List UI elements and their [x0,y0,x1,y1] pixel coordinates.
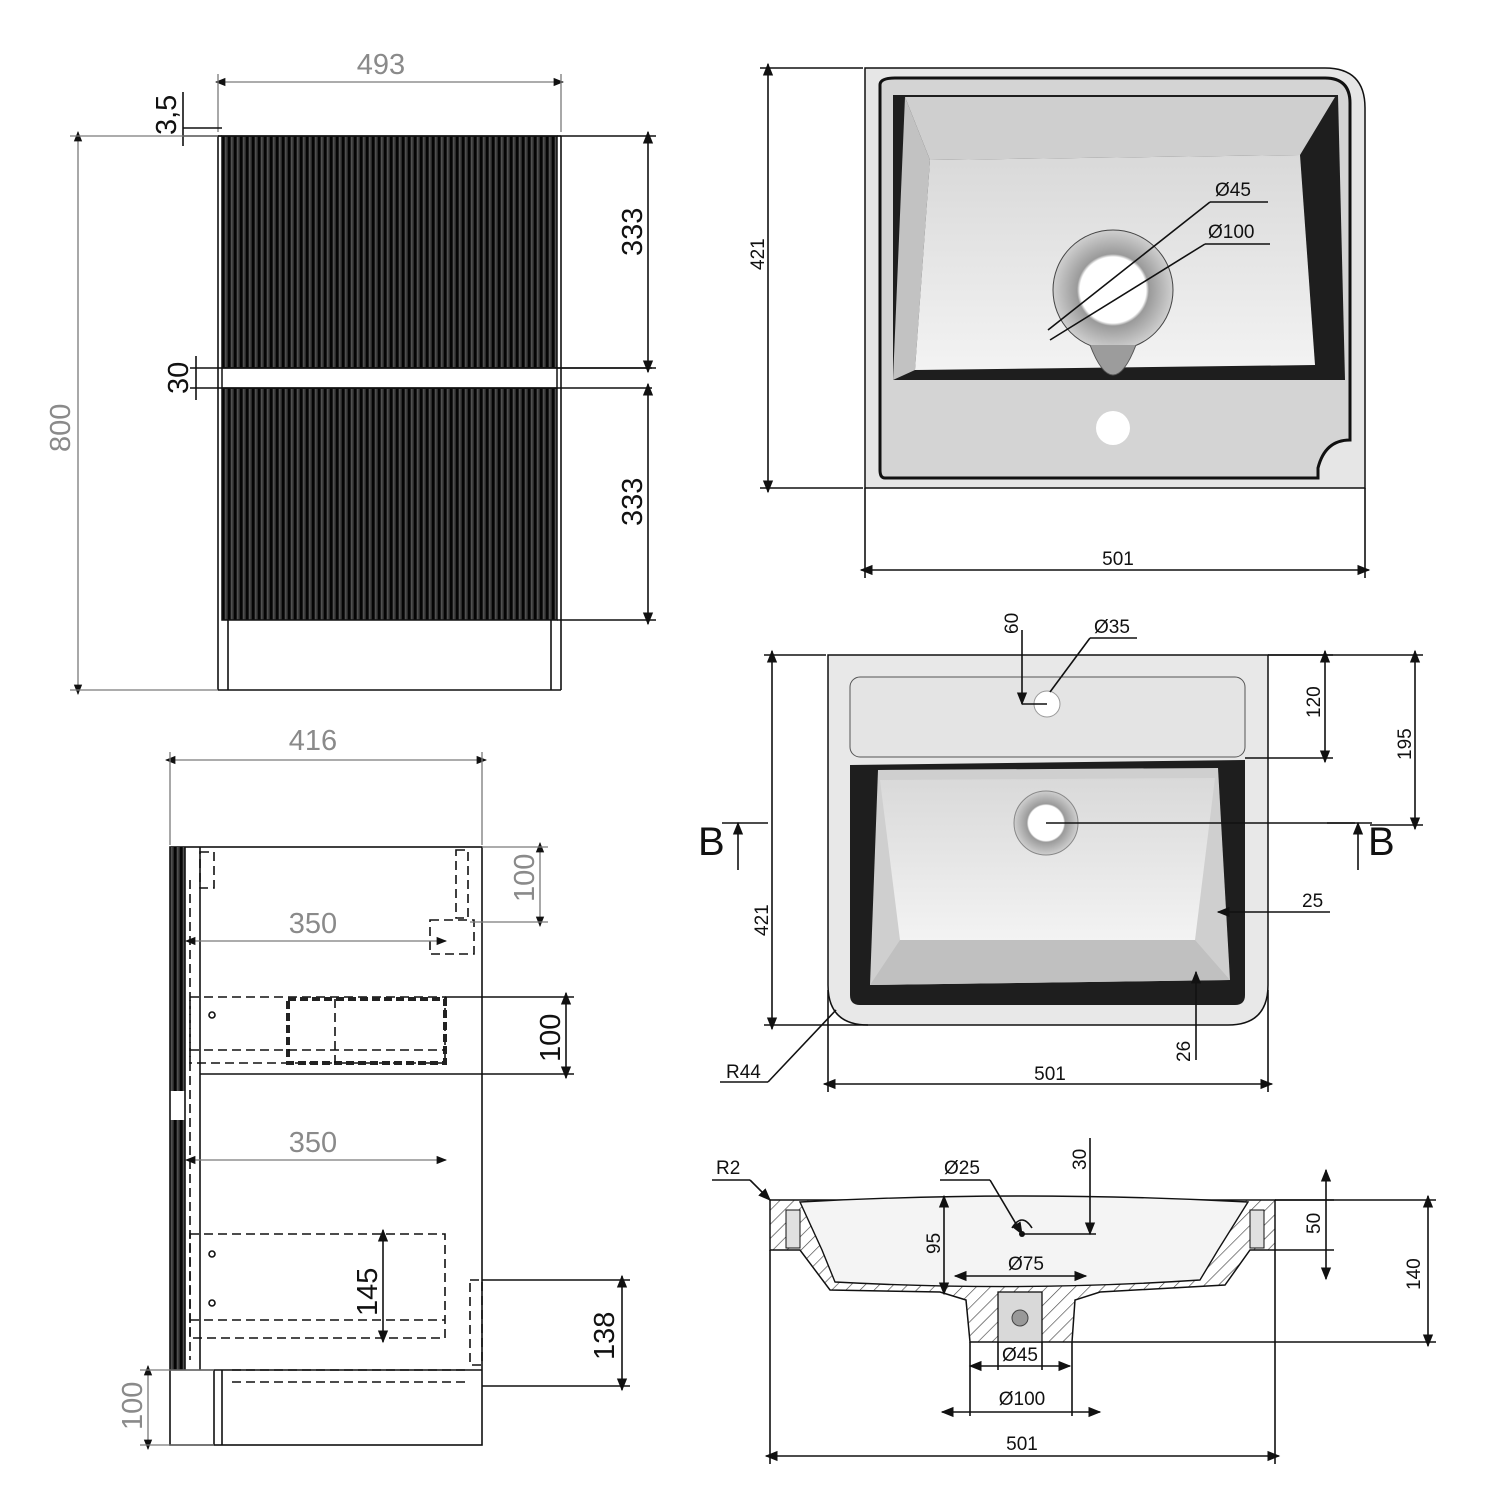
dim-leg-height: 100 [117,1382,149,1430]
label-overflow-dia: Ø25 [944,1158,980,1179]
dim-width-493: 493 [357,49,405,81]
section-marker-left: B [698,820,725,864]
lower-fluted-door [221,387,558,621]
dim-bowl-depth: 95 [924,1233,945,1254]
dim-tap-offset: 60 [1002,613,1023,634]
label-waste-dia: Ø45 [1002,1345,1038,1366]
dim-lower-drawer-depth: 350 [289,1127,337,1159]
dim-lower-drawer-height: 145 [352,1268,384,1316]
basin-top-view: Ø45 Ø100 421 501 [748,62,1371,578]
side-front-strip-upper [170,847,185,1091]
dim-depth-416: 416 [289,725,337,757]
dim-section-width: 501 [1006,1434,1038,1455]
section-b-b: R2 Ø25 30 95 Ø75 50 140 Ø45 [712,1138,1436,1464]
dim-gap-30: 30 [163,362,195,394]
label-edge-radius: R2 [716,1158,740,1179]
overflow-hole [1096,411,1130,445]
label-overflow-dia: Ø45 [1215,180,1251,201]
dim-top-depth: 421 [748,238,769,270]
front-view: 493 3,5 800 333 30 333 [45,49,656,696]
dim-upper-drawer-depth: 350 [289,908,337,940]
dim-upper-drawer-height: 100 [535,1014,567,1062]
label-tap-dia: Ø35 [1094,617,1130,638]
dim-plan-depth: 421 [752,904,773,936]
basin-plan-view: 60 Ø35 120 195 B B 421 25 26 [698,613,1423,1092]
label-outlet-dia: Ø100 [999,1389,1045,1410]
dim-lower-drawer: 333 [617,478,649,526]
side-view: 416 100 350 100 350 145 138 100 [117,725,630,1451]
dim-wall: 25 [1302,891,1323,912]
dim-top-offset: 100 [509,854,541,902]
dim-plan-width: 501 [1034,1064,1066,1085]
section-marker-right: B [1368,820,1395,864]
dim-bowl-edge: 195 [1395,728,1416,760]
dim-deck-depth: 120 [1304,686,1325,718]
dim-bottom-wall: 26 [1174,1041,1195,1062]
dim-rim: 50 [1304,1213,1325,1234]
label-drain-dia: Ø100 [1208,222,1254,243]
dim-upper-drawer: 333 [617,208,649,256]
dim-top-gap: 3,5 [151,95,183,135]
dim-overflow-offset: 30 [1070,1149,1091,1170]
dim-total-height: 140 [1404,1258,1425,1290]
dim-height-800: 800 [45,404,77,452]
label-corner-radius: R44 [726,1062,761,1083]
upper-fluted-door [221,135,558,369]
handle-gap [221,367,558,389]
dim-top-width: 501 [1102,549,1134,570]
label-drain-dia: Ø75 [1008,1254,1044,1275]
side-front-strip-lower [170,1120,185,1370]
dim-bottom-height: 138 [589,1312,621,1360]
